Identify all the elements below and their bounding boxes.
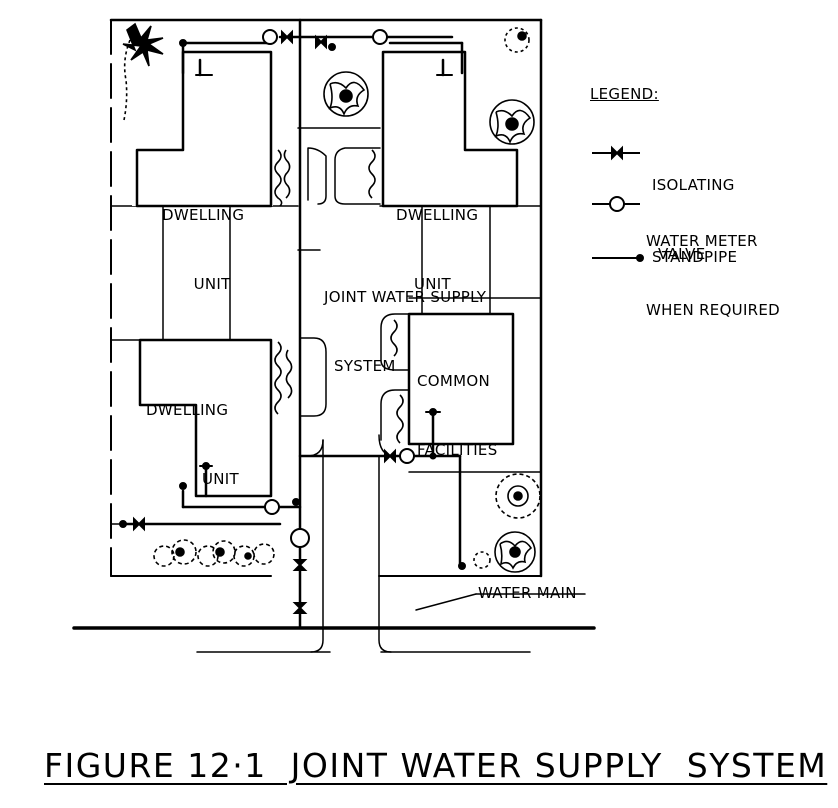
legend-symbols <box>592 145 644 262</box>
common-facilities-line2: FACILITIES <box>417 441 498 459</box>
tree-icon <box>494 531 536 573</box>
water-meter-icon <box>290 528 310 548</box>
palm-tree-icon <box>122 22 164 121</box>
dwelling-unit-1-label: DWELLING UNIT <box>162 158 244 342</box>
dwelling-unit-2-line1: DWELLING <box>396 206 479 224</box>
isolating-valve-icon <box>292 559 308 571</box>
water-meter-icon <box>372 29 388 45</box>
legend-water-meter-line2: WHEN REQUIRED <box>646 301 781 319</box>
isolating-valve-icon <box>384 448 396 464</box>
fittings <box>119 29 466 614</box>
walkways <box>162 205 491 341</box>
water-meter-icon <box>264 499 280 515</box>
standpipe-icon <box>636 254 644 262</box>
dwelling-unit-3-line2: UNIT <box>202 470 239 488</box>
legend-isolating-valve-text: ISOLATING VALVE <box>652 128 735 312</box>
site-boundary <box>109 18 543 578</box>
tree-icon <box>489 99 535 145</box>
isolating-valve-icon <box>292 602 308 614</box>
figure-caption: FIGURE 12·1 JOINT WATER SUPPLY SYSTEM <box>44 746 828 785</box>
joint-supply-line2: SYSTEM <box>334 357 396 375</box>
common-facilities-label: COMMON FACILITIES <box>417 324 498 508</box>
common-facilities-line1: COMMON <box>417 372 490 390</box>
legend-isolating-valve-line2: VALVE <box>658 245 706 263</box>
isolating-valve-icon <box>281 29 293 45</box>
dwelling-unit-2-line2: UNIT <box>414 275 451 293</box>
legend-standpipe-text: STANDPIPE <box>652 248 738 266</box>
water-meter-icon <box>399 448 415 464</box>
legend-water-meter-text: WATER METER WHEN REQUIRED <box>646 184 780 368</box>
dwelling-unit-3-label: DWELLING UNIT <box>146 353 239 537</box>
dwelling-unit-2-label: DWELLING UNIT <box>396 158 478 342</box>
isolating-valve-icon <box>133 516 145 532</box>
legend-isolating-valve-line1: ISOLATING <box>652 176 735 194</box>
tree-icon <box>495 473 541 519</box>
legend-title: LEGEND: <box>590 85 659 103</box>
isolating-valve-icon <box>315 34 327 50</box>
legend-water-meter-line1: WATER METER <box>646 232 758 250</box>
hedges <box>274 149 404 444</box>
street-lines <box>72 249 596 653</box>
trees <box>122 22 541 573</box>
water-main-label: WATER MAIN <box>478 584 577 602</box>
water-meter-icon <box>609 196 625 212</box>
dwelling-unit-1-line2: UNIT <box>193 275 231 293</box>
joint-supply-line1: JOINT WATER SUPPLY <box>324 288 487 306</box>
supply-pipes <box>121 18 464 630</box>
joint-supply-label: JOINT WATER SUPPLY SYSTEM <box>324 240 486 424</box>
driveways <box>299 147 410 441</box>
isolating-valve-icon <box>611 145 623 161</box>
water-meter-icon <box>262 29 278 45</box>
tree-icon <box>323 71 369 117</box>
building-outlines <box>132 44 519 498</box>
dwelling-unit-1-line1: DWELLING <box>162 206 245 224</box>
dwelling-unit-3-line1: DWELLING <box>146 401 229 419</box>
shrub-row <box>153 539 275 567</box>
